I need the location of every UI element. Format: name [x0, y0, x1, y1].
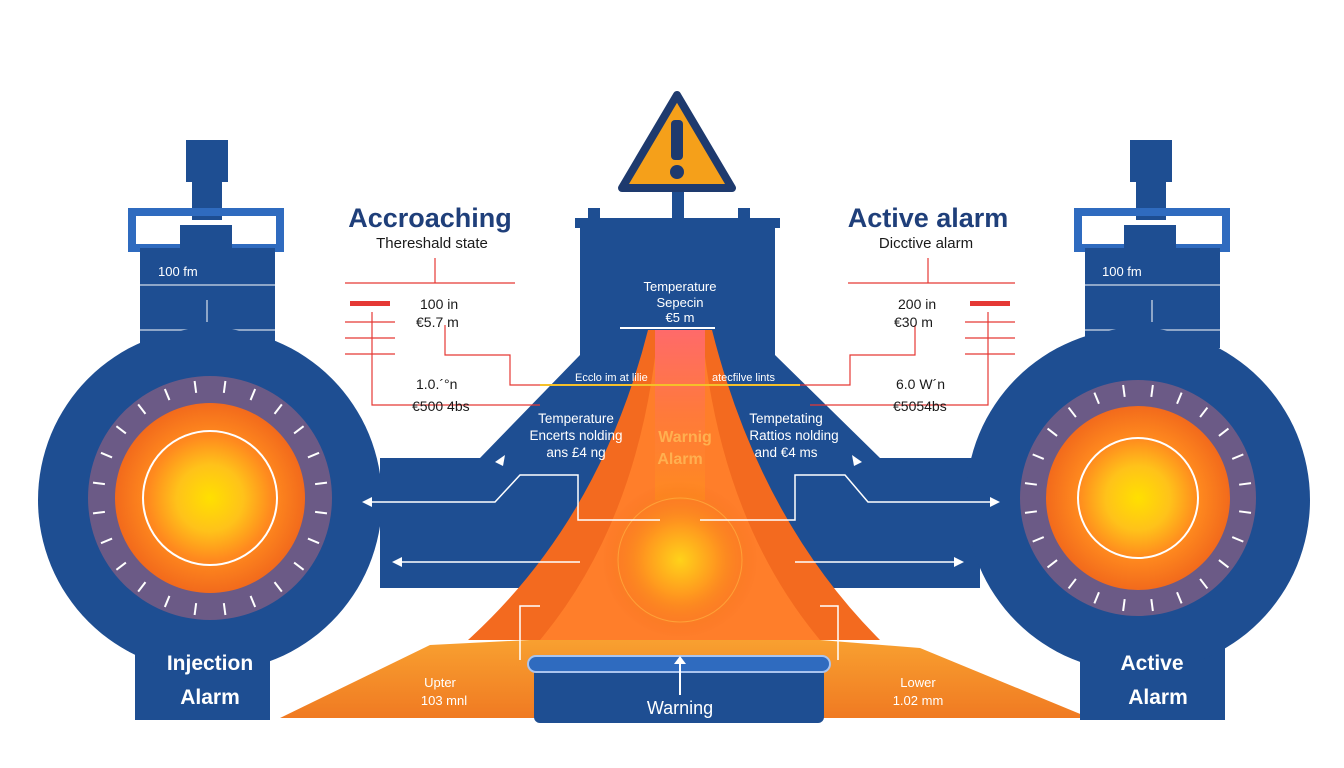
left-panel-title: Accroaching	[348, 203, 512, 233]
right-mid-line-3: and €4 ms	[754, 445, 817, 460]
left-gauge-tick	[222, 602, 227, 616]
right-gauge-tick	[1046, 427, 1058, 437]
threshold-markers	[350, 301, 1010, 306]
left-gauge-tick	[137, 403, 147, 415]
right-panel-value-3: 6.0 W´n	[896, 376, 945, 392]
base-arrow-head	[674, 656, 686, 664]
right-gauge-tick	[1150, 598, 1154, 612]
right-gauge-tick	[1231, 453, 1244, 460]
left-gauge-tick	[115, 561, 127, 571]
right-gauge-tick	[1032, 536, 1045, 543]
right-gauge-tick	[1150, 384, 1154, 398]
right-panel-value-1: 200 in	[898, 296, 936, 312]
left-gauge-tick	[293, 561, 305, 571]
right-gauge-tick	[1093, 392, 1100, 405]
left-mid-line-1: Temperature	[538, 411, 614, 426]
left-gauge-tick	[249, 595, 257, 608]
center-temp-title: Temperature	[644, 279, 717, 294]
right-gauge-tick	[1093, 591, 1100, 604]
left-gauge-tick	[293, 425, 305, 435]
upper-label: Upter	[424, 675, 456, 690]
right-mid-line-1: Tempetating	[749, 411, 823, 426]
connector-lines	[368, 474, 995, 660]
left-gauge-tick	[314, 481, 328, 486]
right-gauge-tick	[1032, 453, 1045, 460]
right-gauge-tick	[1176, 392, 1183, 405]
right-gauge-tick	[1046, 559, 1058, 569]
base-platform	[527, 655, 831, 723]
right-mid-line-2: Rattios nolding	[749, 428, 838, 443]
right-gauge-tick	[1067, 578, 1077, 590]
left-gauge-tick	[92, 510, 106, 515]
left-mid-line-3: ans £4 ng	[546, 445, 605, 460]
left-panel-value-1: 100 in	[420, 296, 458, 312]
right-gauge-label-1: Active	[1120, 652, 1183, 675]
left-mid-line-2: Encerts nolding	[529, 428, 622, 443]
right-gauge-tick	[1218, 559, 1230, 569]
left-gauge-tick	[163, 595, 171, 608]
left-gauge-tick	[193, 602, 198, 616]
right-gauge-tick	[1231, 536, 1244, 543]
left-gauge-tick	[314, 510, 328, 515]
center-temp-value: €5 m	[666, 310, 695, 325]
right-gauge-tick	[1067, 406, 1077, 418]
left-gauge-tick	[100, 451, 113, 459]
left-gauge-tick	[100, 537, 113, 545]
left-panel-value-3: 1.0.´°n	[416, 376, 457, 392]
base-warning-label: Warning	[647, 698, 713, 718]
left-gauge	[38, 328, 382, 720]
right-gauge-tick	[1024, 510, 1038, 514]
left-gauge-tick	[137, 581, 147, 593]
limit-left-label: Ecclo im at lilie	[575, 372, 648, 384]
left-gauge-tick	[307, 537, 320, 545]
left-gauge-tick	[249, 388, 257, 401]
right-gauge-tick	[1218, 427, 1230, 437]
arrow-heads	[362, 455, 1000, 567]
left-panel-value-2: €5.7 m	[416, 314, 459, 330]
left-gauge-tick	[92, 481, 106, 486]
right-gauge-tick	[1199, 578, 1209, 590]
threshold-lines	[345, 258, 1015, 406]
right-gauge-tick	[1238, 482, 1252, 486]
left-gauge-tick	[273, 581, 283, 593]
right-panel-title: Active alarm	[848, 203, 1009, 233]
left-tower-reading: 100 fm	[158, 264, 198, 279]
right-tower-reading: 100 fm	[1102, 264, 1142, 279]
left-gauge-tick	[222, 380, 227, 394]
limit-right-label: atecfilve lints	[712, 372, 775, 384]
right-gauge	[966, 328, 1310, 720]
left-panel-subtitle: Thereshald state	[376, 235, 488, 252]
center-warning-line-1: Warnig	[658, 429, 712, 446]
left-gauge-tick	[273, 403, 283, 415]
right-panel-value-4: €5054bs	[893, 398, 947, 414]
right-gauge-tick	[1024, 482, 1038, 486]
right-panel-value-2: €30 m	[894, 314, 933, 330]
left-gauge-tick	[163, 388, 171, 401]
right-gauge-tick	[1199, 406, 1209, 418]
warning-triangle-icon	[618, 91, 736, 192]
center-temp-sub: Sepecin	[657, 295, 704, 310]
left-gauge-label-2: Alarm	[180, 686, 240, 709]
left-gauge-label-1: Injection	[167, 652, 253, 675]
center-warning-line-2: Alarm	[657, 451, 702, 468]
left-gauge-tick	[193, 380, 198, 394]
left-gauge-tick	[307, 451, 320, 459]
right-gauge-tick	[1238, 510, 1252, 514]
left-tower	[128, 140, 284, 348]
right-gauge-tick	[1122, 598, 1126, 612]
right-gauge-tick	[1176, 591, 1183, 604]
right-panel-subtitle: Dicctive alarm	[879, 235, 973, 252]
right-tower	[1074, 140, 1230, 348]
right-gauge-tick	[1122, 384, 1126, 398]
right-gauge-label-2: Alarm	[1128, 686, 1188, 709]
left-panel-value-4: €500 4bs	[412, 398, 470, 414]
lower-value: 1.02 mm	[893, 693, 944, 708]
left-gauge-tick	[115, 425, 127, 435]
lower-label: Lower	[900, 675, 936, 690]
upper-value: 103 mnl	[421, 693, 467, 708]
